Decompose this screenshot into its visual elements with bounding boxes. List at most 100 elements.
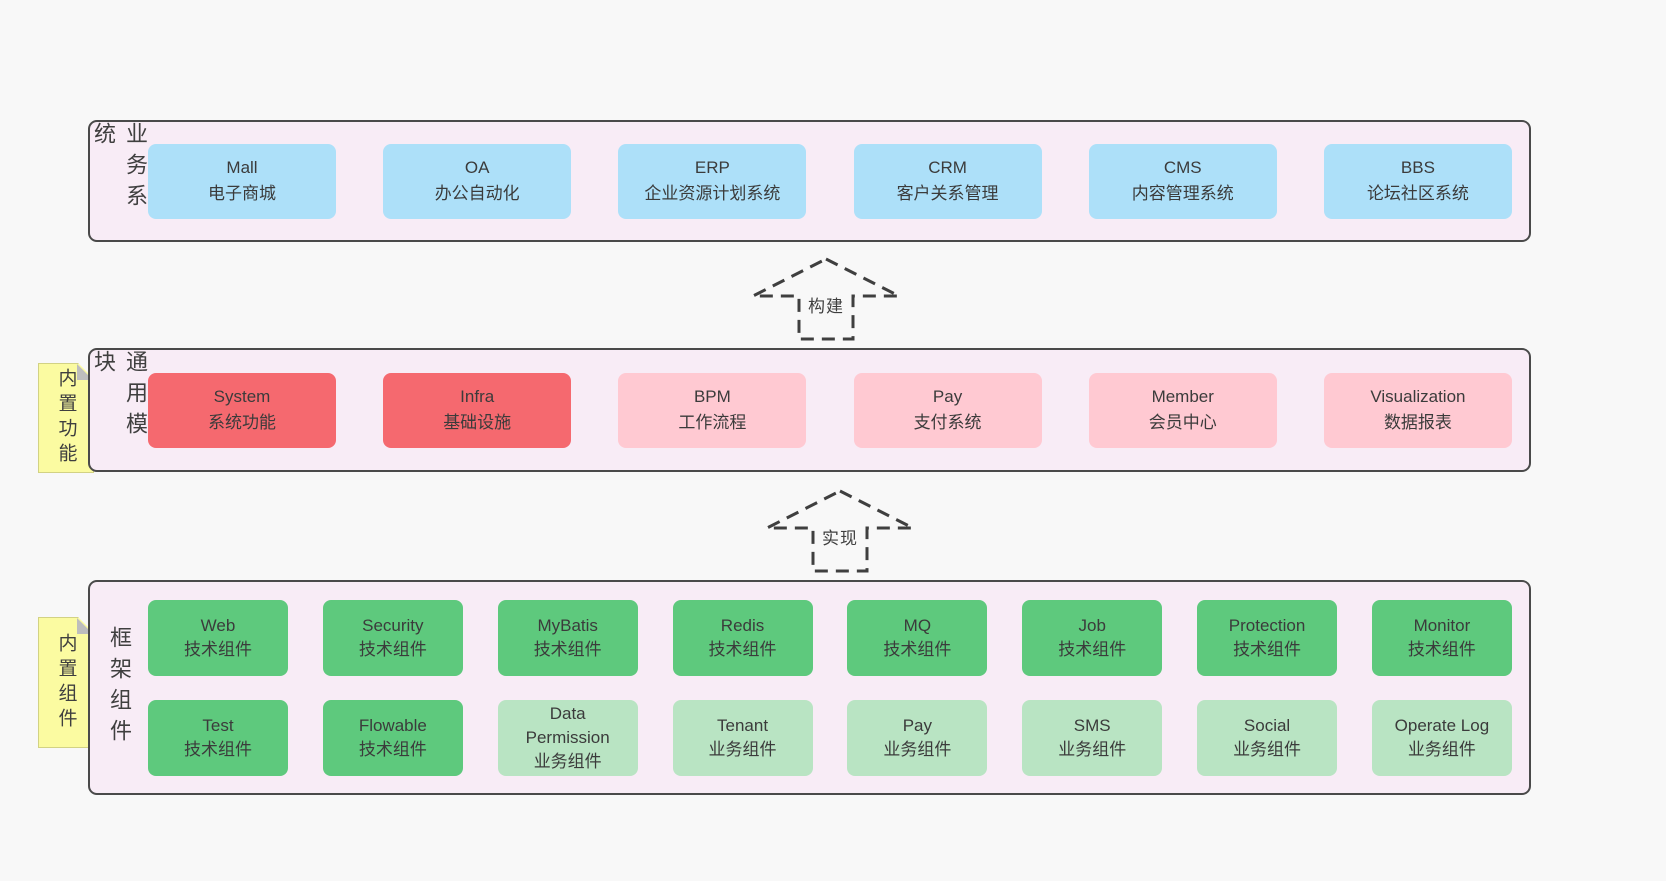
- module-title: CMS: [1163, 158, 1202, 177]
- module-subtitle: 企业资源计划系统: [644, 184, 781, 203]
- module-subtitle: 技术组件: [184, 639, 252, 659]
- module-subtitle: 办公自动化: [434, 184, 520, 203]
- module-box-oa: OA 办公自动化: [383, 143, 572, 219]
- module-box-mybatis: MyBatis 技术组件: [497, 599, 638, 676]
- module-title: Social: [1243, 715, 1291, 735]
- build-arrow-icon: 构建: [741, 256, 911, 342]
- module-title: BPM: [693, 387, 731, 406]
- sticky-label: 内置功能: [55, 368, 77, 468]
- module-subtitle: 会员中心: [1148, 413, 1217, 432]
- module-subtitle: 工作流程: [678, 413, 747, 432]
- module-title: Flowable: [358, 715, 427, 735]
- module-box-tenant: Tenant 业务组件: [672, 699, 813, 776]
- module-title: ERP: [694, 158, 730, 177]
- sticky-note-built-in-components: 内置组件: [38, 617, 94, 748]
- module-subtitle: 技术组件: [1407, 639, 1476, 659]
- module-subtitle: 业务组件: [883, 739, 952, 759]
- module-box-data-permission: Data Permission 业务组件: [497, 699, 638, 776]
- arrow-label: 构建: [808, 297, 844, 316]
- module-title: Web: [200, 615, 236, 635]
- module-box-cms: CMS 内容管理系统: [1088, 143, 1277, 219]
- module-title: Infra: [460, 387, 495, 406]
- module-title: Redis: [720, 615, 765, 635]
- module-subtitle: 数据报表: [1383, 413, 1452, 432]
- module-title: Mall: [226, 158, 258, 177]
- module-title: Monitor: [1413, 615, 1471, 635]
- module-subtitle: 系统功能: [208, 413, 276, 432]
- module-box-test: Test 技术组件: [148, 699, 288, 776]
- module-box-job: Job 技术组件: [1022, 599, 1163, 676]
- arrow-label: 实现: [822, 529, 858, 548]
- module-box-system: System 系统功能: [148, 372, 336, 448]
- section-side-label: 业务系统: [91, 122, 148, 215]
- module-title: MyBatis: [537, 615, 598, 635]
- module-box-erp: ERP 企业资源计划系统: [618, 143, 807, 219]
- module-box-sms: SMS 业务组件: [1022, 699, 1163, 776]
- module-row: System 系统功能 Infra 基础设施 BPM 工作流程 Pay 支付系统 Member 会…: [148, 372, 1512, 448]
- module-box-bpm: BPM 工作流程: [618, 372, 807, 448]
- module-subtitle: 技术组件: [883, 639, 952, 659]
- common-modules-panel: 通用模块 System 系统功能 Infra 基础设施 BPM 工作流程 Pay 支付系统 Me…: [88, 348, 1531, 472]
- module-subtitle: 技术组件: [533, 639, 602, 659]
- module-title: SMS: [1073, 715, 1111, 735]
- module-title: Operate Log: [1394, 715, 1490, 735]
- module-title: MQ: [903, 615, 932, 635]
- module-box-pay: Pay 支付系统: [853, 372, 1042, 448]
- module-title: Tenant: [717, 715, 769, 735]
- sticky-note-built-in-features: 内置功能: [38, 363, 94, 473]
- module-subtitle: 技术组件: [1058, 639, 1127, 659]
- module-subtitle: 业务组件: [708, 739, 777, 759]
- module-title: OA: [464, 158, 490, 177]
- module-title: Job: [1078, 615, 1106, 635]
- module-subtitle: 技术组件: [358, 739, 427, 759]
- module-subtitle: 电子商城: [208, 184, 276, 203]
- section-side-label: 框架组件: [107, 625, 132, 750]
- dashed-up-arrow-icon: [752, 257, 900, 341]
- module-subtitle: 支付系统: [913, 413, 982, 432]
- module-box-pay: Pay 业务组件: [847, 699, 988, 776]
- module-subtitle: 基础设施: [443, 413, 512, 432]
- module-subtitle: 内容管理系统: [1131, 184, 1234, 203]
- module-box-flowable: Flowable 技术组件: [322, 699, 463, 776]
- module-box-monitor: Monitor 技术组件: [1371, 599, 1512, 676]
- module-box-member: Member 会员中心: [1088, 372, 1277, 448]
- section-side-label: 通用模块: [91, 350, 148, 443]
- module-subtitle: 论坛社区系统: [1366, 184, 1469, 203]
- module-box-infra: Infra 基础设施: [383, 372, 572, 448]
- module-box-mall: Mall 电子商城: [148, 143, 336, 219]
- module-title: Member: [1151, 387, 1214, 406]
- module-subtitle: 客户关系管理: [896, 184, 999, 203]
- module-rows: System 系统功能 Infra 基础设施 BPM 工作流程 Pay 支付系统 Member 会…: [148, 350, 1512, 470]
- implement-arrow-icon: 实现: [755, 488, 925, 574]
- module-title: Protection: [1228, 615, 1306, 635]
- module-box-protection: Protection 技术组件: [1197, 599, 1338, 676]
- module-subtitle: 技术组件: [1233, 639, 1302, 659]
- module-title: System: [213, 387, 271, 406]
- module-subtitle: 业务组件: [533, 751, 602, 771]
- module-subtitle: 业务组件: [1058, 739, 1127, 759]
- module-title: Pay: [932, 387, 963, 406]
- module-title: BBS: [1400, 158, 1435, 177]
- module-box-redis: Redis 技术组件: [672, 599, 813, 676]
- module-title: Security: [362, 615, 424, 635]
- module-title: Test: [202, 715, 234, 735]
- sticky-label: 内置组件: [55, 632, 77, 733]
- module-title: Pay: [902, 715, 933, 735]
- module-title: Data Permission: [525, 703, 610, 747]
- module-subtitle: 技术组件: [708, 639, 777, 659]
- module-box-mq: MQ 技术组件: [847, 599, 988, 676]
- module-subtitle: 技术组件: [184, 739, 252, 759]
